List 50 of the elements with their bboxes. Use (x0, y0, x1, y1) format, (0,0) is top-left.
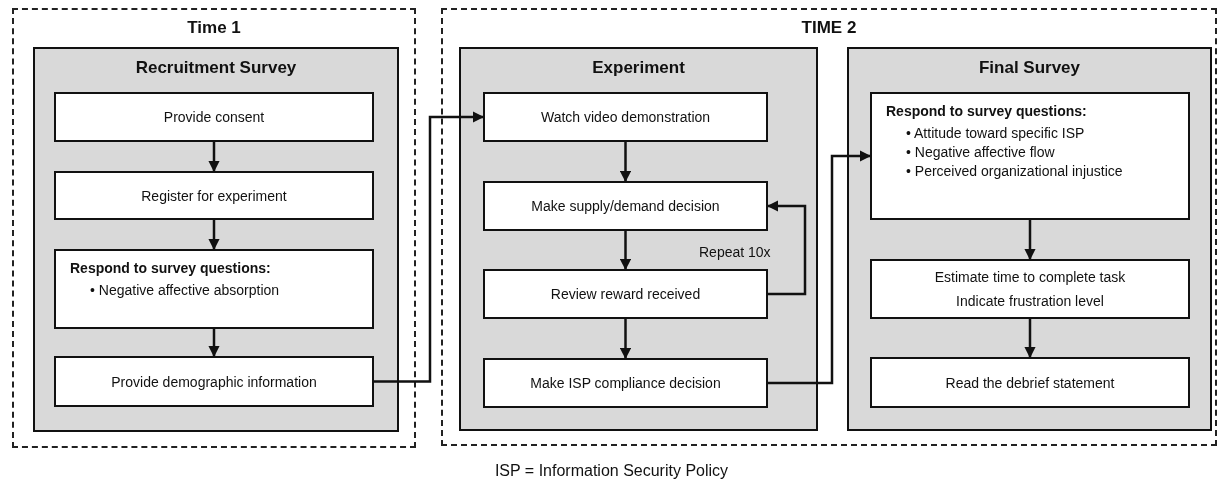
process-box (54, 92, 374, 142)
step-text: Provide consent (163, 108, 265, 127)
process-box (54, 171, 374, 220)
process-box (54, 249, 374, 329)
arrow (619, 231, 632, 271)
step-text: Register for experiment (141, 186, 287, 206)
arrow (766, 200, 807, 296)
list-heading: Respond to survey questions: (886, 102, 1088, 121)
frame-title: TIME 2 (801, 18, 857, 38)
arrow (619, 142, 632, 183)
process-box (483, 181, 768, 231)
arrow (208, 142, 220, 173)
step-text: Make ISP compliance decision (530, 374, 721, 393)
arrow (768, 150, 872, 385)
process-box (870, 92, 1190, 220)
step-text: Provide demographic information (111, 372, 317, 392)
step-text: Watch video demonstration (540, 108, 711, 127)
dashed-frame (12, 8, 416, 448)
step-text: Review reward received (550, 285, 701, 304)
frame-title: Time 1 (187, 18, 241, 38)
arrow (1024, 220, 1036, 261)
arrow (619, 319, 632, 360)
process-box (870, 357, 1190, 408)
process-box (483, 358, 768, 408)
step-text: Indicate frustration level (956, 292, 1104, 311)
arrow (1024, 319, 1036, 359)
process-box (54, 356, 374, 407)
step-text: Make supply/demand decision (531, 197, 720, 216)
step-text: Read the debrief statement (945, 373, 1115, 393)
dashed-frame (441, 8, 1217, 446)
bullet-item: • Perceived organizational injustice (906, 162, 1124, 181)
bullet-item: • Negative affective flow (906, 143, 1056, 162)
bullet-item: • Negative affective absorption (90, 281, 281, 300)
stage-panel (459, 47, 818, 431)
arrow (208, 220, 220, 251)
process-box (483, 269, 768, 319)
caption: ISP = Information Security Policy (494, 462, 729, 480)
step-text: Estimate time to complete task (934, 268, 1126, 287)
bullet-item: • Attitude toward specific ISP (906, 124, 1086, 143)
arrow (208, 329, 220, 358)
process-box (870, 259, 1190, 319)
panel-title: Final Survey (978, 58, 1081, 78)
stage-panel (33, 47, 399, 432)
edge-label: Repeat 10x (697, 244, 773, 260)
panel-title: Recruitment Survey (135, 58, 297, 78)
stage-panel (847, 47, 1212, 431)
panel-title: Experiment (592, 58, 685, 78)
process-box (483, 92, 768, 142)
arrow (374, 111, 485, 383)
list-heading: Respond to survey questions: (70, 259, 272, 278)
